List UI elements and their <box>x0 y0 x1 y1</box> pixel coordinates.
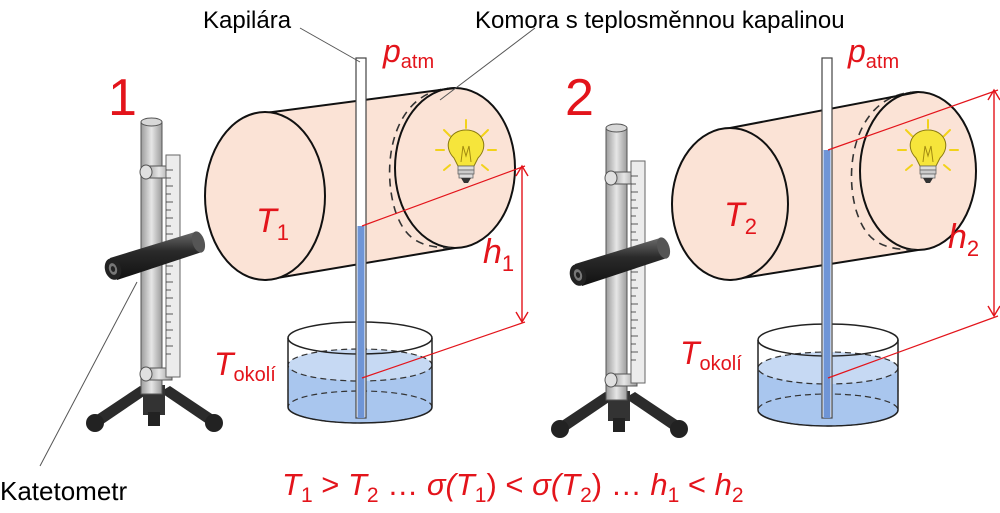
patm-label-1: patm <box>382 33 434 73</box>
cathetometer-icon <box>550 123 689 439</box>
temp-label-2: T2 <box>724 196 757 239</box>
height-label-2: h2 <box>948 218 979 261</box>
cathetometer-leader <box>39 281 138 467</box>
chamber-leader <box>439 27 536 101</box>
cathetometer-icon <box>85 117 224 433</box>
chamber-label: Komora s teplosměnnou kapalinou <box>475 7 845 34</box>
setup-2: 2 T2 h2 patm Tokolí <box>550 33 1000 439</box>
setup-number-1: 1 <box>108 69 137 127</box>
cathetometer-label: Katetometr <box>0 476 128 506</box>
capillary-label: Kapilára <box>203 7 292 34</box>
chamber-1-front <box>204 111 326 281</box>
height-label-1: h1 <box>483 233 514 276</box>
tokoli-label-2: Tokolí <box>680 335 742 375</box>
chamber-2-front <box>671 127 789 281</box>
patm-label-2: patm <box>847 33 899 73</box>
equation: T1 > T2 … σ(T1) < σ(T2) … h1 < h2 <box>282 467 744 507</box>
tokoli-label-1: Tokolí <box>214 346 276 386</box>
setup-1: 1 T1 h1 patm Tokolí <box>85 33 529 433</box>
capillary-leader <box>299 27 361 63</box>
temp-label-1: T1 <box>256 202 289 245</box>
setup-number-2: 2 <box>565 69 594 127</box>
